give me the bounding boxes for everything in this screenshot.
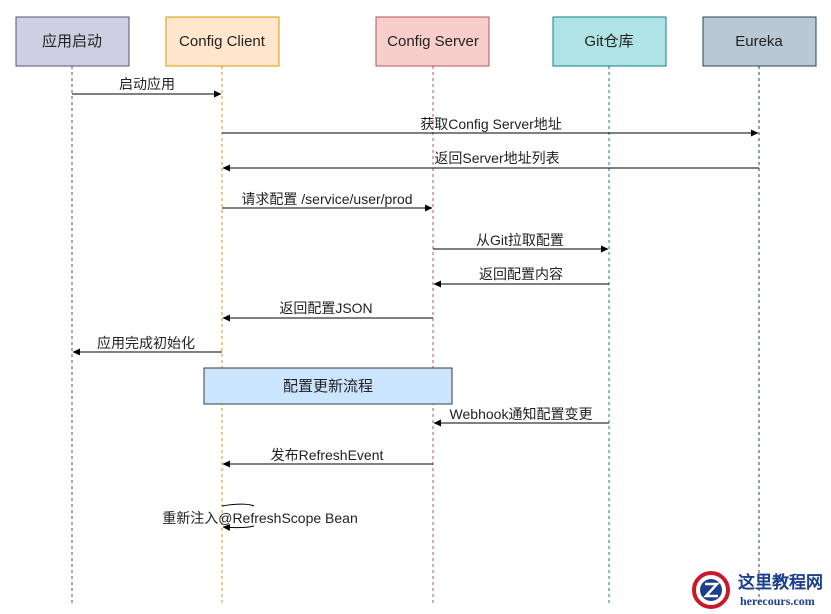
participant-box bbox=[375, 16, 490, 67]
participant-box bbox=[15, 16, 130, 67]
message-label: 获取Config Server地址 bbox=[420, 116, 562, 132]
message-label: 请求配置 /service/user/prod bbox=[241, 191, 412, 207]
watermark-text-cn: 这里教程网 bbox=[738, 572, 823, 593]
participant-label: Config Server bbox=[387, 33, 479, 50]
participant-label: 应用启动 bbox=[42, 32, 102, 50]
participant-eureka: Eureka bbox=[702, 16, 817, 67]
participant-box bbox=[552, 16, 667, 67]
message-label: 返回配置JSON bbox=[279, 300, 372, 316]
participant-config-server: Config Server bbox=[375, 16, 490, 67]
message-label: 从Git拉取配置 bbox=[476, 232, 564, 248]
participant-git-repo: Git仓库 bbox=[552, 16, 667, 67]
message-label: 启动应用 bbox=[119, 76, 175, 92]
message-label: 返回Server地址列表 bbox=[434, 150, 559, 166]
note-box bbox=[203, 367, 453, 405]
note-config-update-flow: 配置更新流程 bbox=[203, 367, 453, 405]
message-label: 重新注入@RefreshScope Bean bbox=[162, 510, 358, 526]
message-label: 应用完成初始化 bbox=[97, 335, 195, 351]
participant-label: Eureka bbox=[735, 33, 783, 50]
message-label: 返回配置内容 bbox=[479, 266, 563, 282]
participant-label: Git仓库 bbox=[584, 33, 633, 50]
note-label: 配置更新流程 bbox=[283, 378, 373, 395]
message-label: Webhook通知配置变更 bbox=[450, 406, 593, 422]
watermark-logo-icon bbox=[692, 571, 730, 609]
participant-box bbox=[165, 16, 280, 67]
watermark-text-en: herecours.com bbox=[740, 594, 815, 608]
message-label: 发布RefreshEvent bbox=[271, 447, 384, 463]
self-message-arrow bbox=[222, 503, 255, 528]
participant-label: Config Client bbox=[179, 33, 266, 50]
participant-app: 应用启动 bbox=[15, 16, 130, 67]
participant-box bbox=[702, 16, 817, 67]
watermark: 这里教程网 herecours.com bbox=[692, 571, 823, 609]
participant-config-client: Config Client bbox=[165, 16, 280, 67]
